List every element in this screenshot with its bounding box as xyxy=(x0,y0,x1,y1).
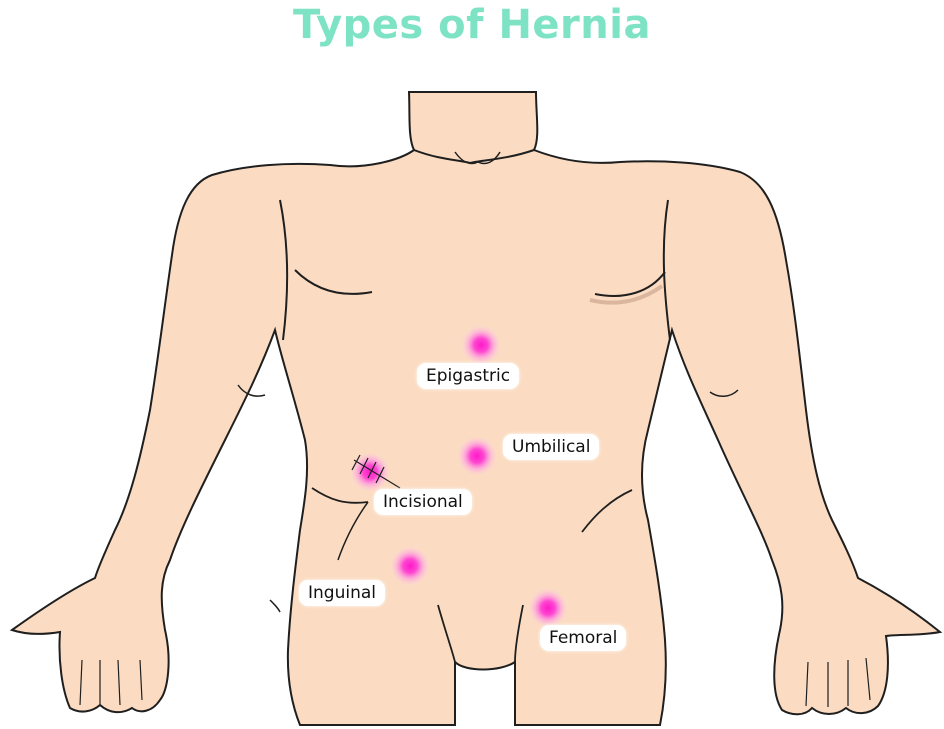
epigastric-label: Epigastric xyxy=(417,363,519,389)
inguinal-label: Inguinal xyxy=(299,580,385,606)
body-outline xyxy=(12,92,940,725)
inguinal-marker xyxy=(390,546,430,586)
incisional-marker xyxy=(350,452,390,492)
umbilical-label: Umbilical xyxy=(503,434,599,460)
femoral-marker xyxy=(528,588,568,628)
umbilical-marker xyxy=(457,436,497,476)
femoral-label: Femoral xyxy=(540,625,626,651)
epigastric-marker xyxy=(461,325,501,365)
incisional-label: Incisional xyxy=(374,489,472,515)
